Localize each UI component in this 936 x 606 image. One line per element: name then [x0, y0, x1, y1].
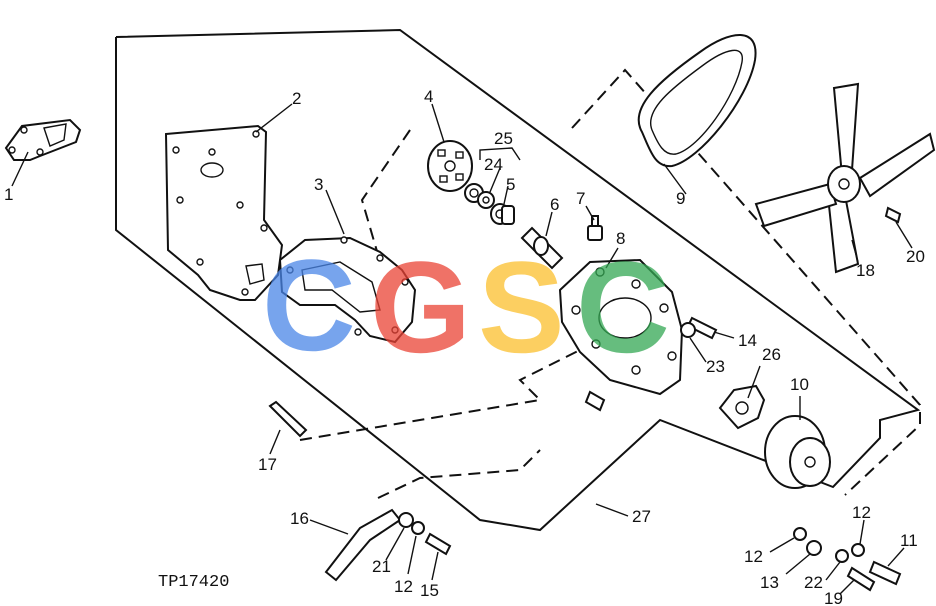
callout-12-b: 12 — [394, 577, 413, 596]
part-8-pump-housing — [558, 258, 684, 396]
part-13-nut — [806, 540, 822, 556]
callout-25: 25 — [494, 129, 513, 148]
callout-10: 10 — [790, 375, 809, 394]
part-10-pulley — [764, 415, 831, 489]
part-6-shaft — [520, 226, 564, 270]
callout-11: 11 — [900, 531, 918, 550]
callout-2: 2 — [292, 89, 301, 108]
callout-22: 22 — [804, 573, 823, 592]
callout-6: 6 — [550, 195, 559, 214]
callout-23: 23 — [706, 357, 725, 376]
part-bolt-lower — [584, 390, 606, 412]
callout-16: 16 — [290, 509, 309, 528]
part-11-bolt — [868, 560, 902, 586]
callout-24: 24 — [484, 155, 503, 174]
housing-outline — [115, 28, 921, 532]
callout-21: 21 — [372, 557, 391, 576]
callout-7: 7 — [576, 189, 585, 208]
part-1-bracket — [4, 118, 82, 161]
watermark-letter-1: C — [262, 232, 356, 378]
callout-8: 8 — [616, 229, 625, 248]
callout-4: 4 — [424, 87, 433, 106]
callout-19: 19 — [824, 589, 843, 606]
callout-15: 15 — [420, 581, 439, 600]
figure-reference: TP17420 — [158, 573, 229, 592]
callout-13: 13 — [760, 573, 779, 592]
callout-12-c: 12 — [852, 503, 871, 522]
part-12-washer-c — [851, 543, 865, 557]
part-7-plug — [587, 215, 603, 241]
callout-26: 26 — [762, 345, 781, 364]
callout-1: 1 — [4, 185, 13, 204]
part-26-flange — [718, 384, 766, 430]
part-21-washer — [398, 512, 414, 528]
part-15-bolt — [424, 532, 452, 556]
part-4-impeller — [427, 140, 473, 192]
part-9-fan-belt — [637, 34, 757, 168]
watermark-letter-2: G — [370, 234, 471, 380]
callout-9: 9 — [676, 189, 685, 208]
part-17-stud — [268, 400, 308, 438]
watermark: C G S C — [262, 232, 670, 380]
leader-lines — [11, 103, 913, 595]
callout-17: 17 — [258, 455, 277, 474]
part-5-seal — [490, 203, 515, 225]
callout-20: 20 — [906, 247, 925, 266]
part-24-seal — [464, 183, 495, 209]
part-12-washer-b — [793, 527, 807, 541]
part-20-screw — [884, 206, 902, 224]
part-19-bolt — [846, 566, 876, 592]
part-23-bolt — [680, 322, 696, 338]
watermark-letter-3: S — [478, 234, 565, 380]
callout-3: 3 — [314, 175, 323, 194]
callout-18: 18 — [856, 261, 875, 280]
callout-12-a: 12 — [744, 547, 763, 566]
watermark-letter-4: C — [576, 234, 670, 380]
callout-27: 27 — [632, 507, 651, 526]
callout-5: 5 — [506, 175, 515, 194]
part-2-timing-cover-plate — [164, 124, 284, 301]
part-22-washer — [835, 549, 849, 563]
callout-14: 14 — [738, 331, 757, 350]
part-12-washer — [411, 521, 425, 535]
part-18-fan — [754, 82, 936, 274]
part-3-gasket — [278, 236, 417, 344]
